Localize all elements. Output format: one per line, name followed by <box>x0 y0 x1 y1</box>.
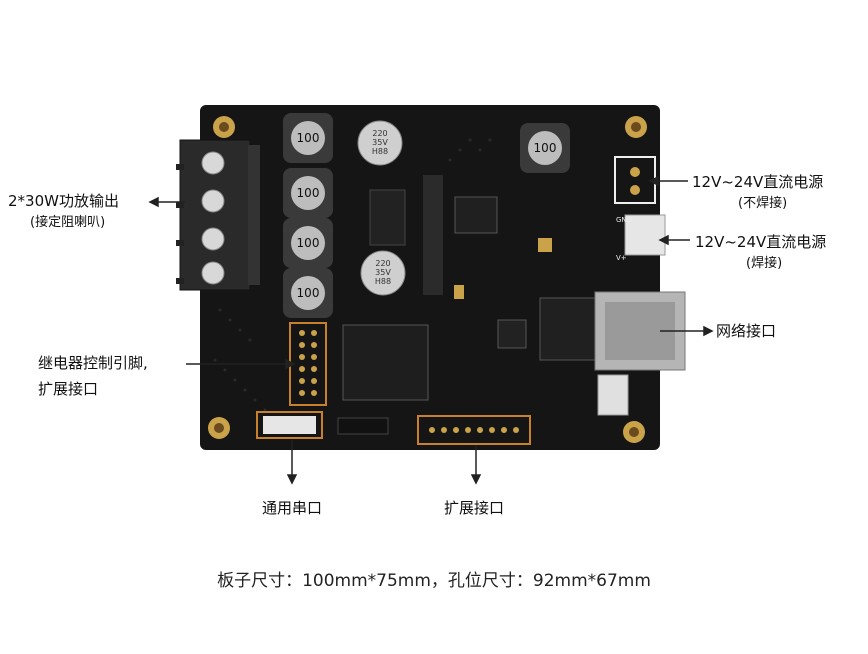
header-strip <box>423 175 443 295</box>
capacitor-marking: 220 <box>372 129 387 138</box>
white-connector <box>597 374 629 416</box>
crystal <box>538 238 552 252</box>
amplifier-chip <box>369 189 406 246</box>
silkscreen-vplus: V+ <box>616 254 627 262</box>
ic-chip <box>454 196 498 234</box>
power-unsoldered-note: (不焊接) <box>738 196 788 211</box>
power-soldered-note: (焊接) <box>746 256 783 271</box>
mounting-holes <box>208 116 647 443</box>
ethernet-transformer <box>539 297 596 361</box>
power-soldered-label: 12V~24V直流电源 <box>695 233 827 251</box>
capacitor-marking: 220 <box>375 259 390 268</box>
inductor-marking: 100 <box>297 286 320 300</box>
capacitor-marking: 35V <box>375 268 391 277</box>
inductor-marking: 100 <box>297 186 320 200</box>
board-size-caption: 板子尺寸：100mm*75mm，孔位尺寸：92mm*67mm <box>217 571 651 591</box>
capacitor-marking: 35V <box>372 138 388 147</box>
relay-pins-label: 继电器控制引脚, <box>38 354 148 372</box>
inductors <box>283 113 570 318</box>
main-mcu-chip <box>342 324 429 401</box>
inductor-marking: 100 <box>297 131 320 145</box>
capacitors <box>357 120 406 296</box>
crystal <box>454 285 464 299</box>
amp-output-note: (接定阻喇叭) <box>30 215 106 230</box>
uart-connector <box>263 416 316 434</box>
expansion-label: 扩展接口 <box>444 499 505 517</box>
uart-frame <box>256 411 323 439</box>
power-unsoldered-label: 12V~24V直流电源 <box>692 173 824 191</box>
capacitor-marking: H88 <box>372 147 388 156</box>
silkscreen-gnd: GND <box>616 216 632 224</box>
inductor-marking: 100 <box>534 141 557 155</box>
relay-expansion-label: 扩展接口 <box>38 380 99 398</box>
inductor-marking: 100 <box>297 236 320 250</box>
amp-output-label: 2*30W功放输出 <box>8 192 119 210</box>
speaker-terminal-block <box>176 139 260 291</box>
power-connector <box>624 214 666 256</box>
expansion-frame <box>417 415 531 445</box>
capacitor-marking: H88 <box>375 277 391 286</box>
small-header <box>337 417 389 435</box>
small-ic <box>497 319 527 349</box>
network-port-label: 网络接口 <box>716 322 777 340</box>
uart-label: 通用串口 <box>262 499 323 517</box>
